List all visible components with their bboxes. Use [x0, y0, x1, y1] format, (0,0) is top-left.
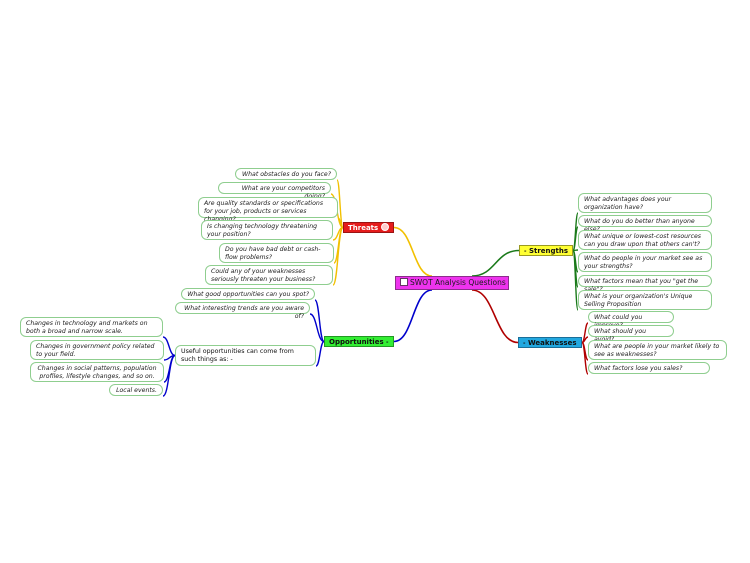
- threat-item[interactable]: What are your competitors doing?: [218, 182, 331, 200]
- branch-weaknesses[interactable]: - Weaknesses: [518, 337, 582, 348]
- threat-item[interactable]: Could any of your weaknesses seriously t…: [205, 265, 333, 285]
- useful-opportunity-item[interactable]: Local events.: [109, 384, 163, 396]
- useful-opportunity-item[interactable]: Changes in technology and markets on bot…: [20, 317, 163, 337]
- connector: [581, 341, 589, 375]
- threat-item[interactable]: Do you have bad debt or cash-flow proble…: [219, 243, 334, 263]
- branch-threats[interactable]: Threats: [343, 222, 394, 233]
- connector: [393, 226, 433, 277]
- strength-item[interactable]: What factors mean that you "get the sale…: [578, 275, 712, 293]
- weakness-item[interactable]: What should you avoid?: [588, 325, 674, 343]
- branch-opportunities[interactable]: Opportunities -: [324, 336, 394, 347]
- strength-item[interactable]: What unique or lowest-cost resources can…: [578, 230, 712, 250]
- weakness-item[interactable]: What factors lose you sales?: [588, 362, 710, 374]
- connector: [471, 289, 519, 344]
- strength-item[interactable]: What advantages does your organization h…: [578, 193, 712, 213]
- document-icon: [400, 278, 408, 286]
- connector: [332, 226, 344, 286]
- connector: [162, 354, 176, 397]
- connector: [315, 340, 325, 367]
- opportunity-item[interactable]: What good opportunities can you spot?: [181, 288, 315, 300]
- connector: [314, 299, 325, 343]
- weakness-item[interactable]: What are people in your market likely to…: [588, 340, 727, 360]
- useful-opportunities-topic[interactable]: Useful opportunities can come from such …: [175, 345, 316, 366]
- branch-strengths[interactable]: - Strengths: [519, 245, 574, 256]
- weakness-item[interactable]: What could you improve?: [588, 311, 674, 329]
- connector: [393, 289, 433, 343]
- strength-item[interactable]: What do you do better than anyone else?: [578, 215, 712, 233]
- threat-item[interactable]: What obstacles do you face?: [235, 168, 337, 180]
- threat-item[interactable]: Is changing technology threatening your …: [201, 220, 333, 240]
- connector: [581, 336, 589, 344]
- connector: [309, 313, 325, 343]
- connector: [471, 249, 520, 277]
- strength-item[interactable]: What do people in your market see as you…: [578, 252, 712, 272]
- strength-item[interactable]: What is your organization's Unique Selli…: [578, 290, 712, 310]
- minus-circle-icon: [380, 223, 389, 231]
- useful-opportunity-item[interactable]: Changes in social patterns, population p…: [30, 362, 164, 382]
- useful-opportunity-item[interactable]: Changes in government policy related to …: [30, 340, 164, 360]
- central-topic[interactable]: SWOT Analysis Questions: [395, 276, 509, 290]
- connector: [162, 336, 176, 357]
- threat-item[interactable]: Are quality standards or specifications …: [198, 197, 338, 223]
- connector: [572, 249, 579, 311]
- opportunity-item[interactable]: What interesting trends are you aware of…: [175, 302, 310, 320]
